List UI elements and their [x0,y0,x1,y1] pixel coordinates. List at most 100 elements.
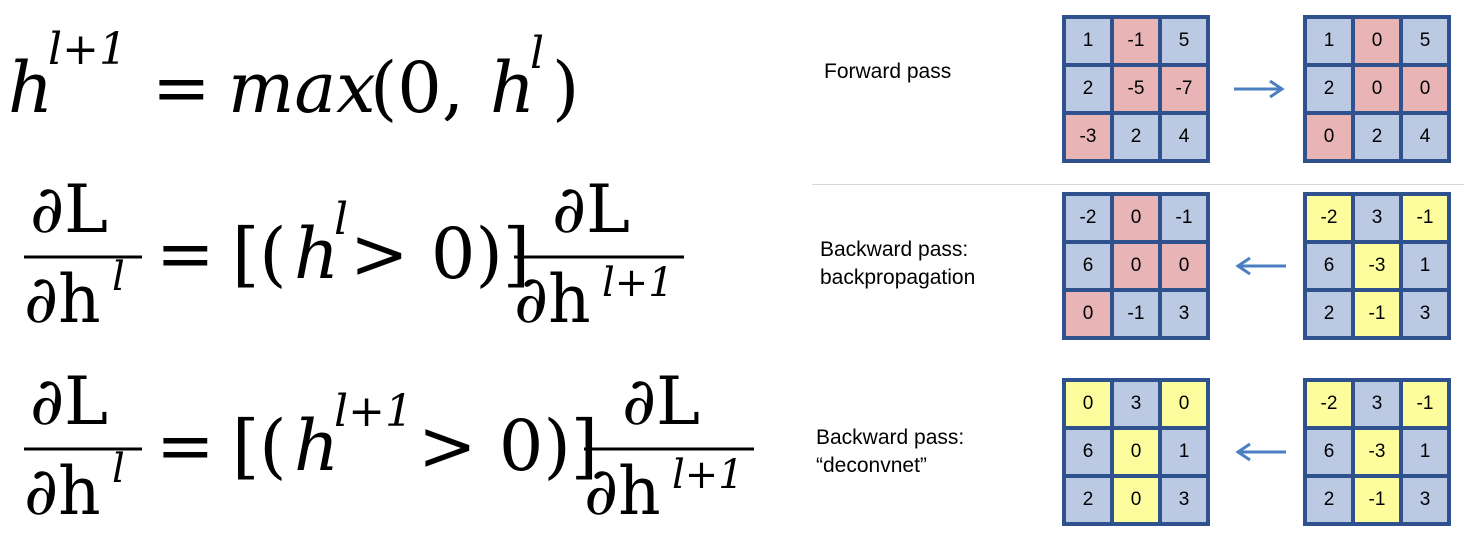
grid-cell: 0 [1066,382,1110,426]
forward-pass-label: Forward pass [824,58,951,86]
grid-cell: 5 [1162,19,1206,63]
eq2-bracket-open: [( [232,213,287,295]
grid-cell: 4 [1162,115,1206,159]
grid-cell: 1 [1403,430,1447,474]
grid-cell: -2 [1307,196,1351,240]
grid-cell: -2 [1307,382,1351,426]
grid-cell: 1 [1066,19,1110,63]
label-line: Forward pass [824,60,952,83]
grid-cell: 2 [1307,67,1351,111]
grid-cell: 6 [1066,244,1110,288]
eq1-close: ) [552,47,579,129]
grid-cell: -7 [1162,67,1206,111]
grid-cell: 6 [1066,430,1110,474]
eq2-denominator: ∂h [24,261,101,338]
eq3-denominator: ∂h [24,453,101,530]
equation-relu-forward: h l+1 = max (0, h l ) [8,24,579,129]
grid-cell: 0 [1403,67,1447,111]
equations-panel: h l+1 = max (0, h l ) ∂L ∂h l = [( h l >… [8,24,754,530]
eq1-arg-base: h [490,47,535,129]
grid-cell: 0 [1066,292,1110,336]
grid-cell: 3 [1162,292,1206,336]
grid-cell: 3 [1114,382,1158,426]
grid-cell: -1 [1403,382,1447,426]
grid-cell: -1 [1355,478,1399,522]
grid-cell: 0 [1114,430,1158,474]
label-line: “deconvnet” [816,454,927,477]
grid-cell: 0 [1114,244,1158,288]
grid-cell: 0 [1162,382,1206,426]
grid-cell: 1 [1403,244,1447,288]
grid-cell: -1 [1114,19,1158,63]
grid-cell: 2 [1066,478,1110,522]
grid-cell: -3 [1066,115,1110,159]
grid-cell: 2 [1307,292,1351,336]
grid-cell: 3 [1403,292,1447,336]
label-line: Backward pass: [816,426,965,449]
grid-cell: 0 [1355,67,1399,111]
eq3-numerator2: ∂L [622,363,700,440]
grid-cell: 3 [1403,478,1447,522]
arrow-right-icon [1234,79,1285,99]
grid-cell: 3 [1355,382,1399,426]
eq2-equals: = [156,213,215,295]
eq3-equals: = [156,405,215,487]
backprop-label: Backward pass: backpropagation [820,236,975,292]
grid-cell: 3 [1162,478,1206,522]
grid-cell: -2 [1066,196,1110,240]
grid-cell: 0 [1307,115,1351,159]
grid-cell: 1 [1307,19,1351,63]
grid-cell: 4 [1403,115,1447,159]
eq2-denominator2: ∂h [514,261,591,338]
label-line: backpropagation [820,266,976,289]
eq1-lhs-base: h [8,47,53,129]
grid-cell: -1 [1162,196,1206,240]
eq2-denominator2-sup: l+1 [602,260,674,306]
eq3-bracket-open: [( [232,405,287,487]
eq3-denominator-sup: l [112,446,125,492]
eq3-numerator: ∂L [30,363,108,440]
eq2-denominator-sup: l [112,254,125,300]
arrow-left-icon [1235,256,1286,276]
equation-deconvnet: ∂L ∂h l = [( h l+1 > 0)] ∂L ∂h l+1 [24,363,754,530]
grid-cell: 1 [1162,430,1206,474]
grid-cell: 6 [1307,430,1351,474]
eq3-denominator2-sup: l+1 [672,452,744,498]
eq1-lhs-sup: l+1 [48,24,127,75]
label-line: Backward pass: [820,238,969,261]
grid-cell: -3 [1355,244,1399,288]
grid-cell: 0 [1114,196,1158,240]
grid-cell: 2 [1114,115,1158,159]
eq1-open: (0, [370,47,464,129]
eq2-cond-rest: > 0)] [350,213,530,295]
grid-cell: 2 [1066,67,1110,111]
deconvnet-label: Backward pass: “deconvnet” [816,424,964,480]
eq1-arg-sup: l [530,28,544,79]
grid-cell: -1 [1355,292,1399,336]
grid-cell: 0 [1355,19,1399,63]
eq2-numerator: ∂L [30,171,108,248]
eq2-cond-sup: l [334,194,348,245]
grid-cell: 5 [1403,19,1447,63]
grid-cell: 2 [1307,478,1351,522]
eq2-numerator2: ∂L [552,171,630,248]
grid-cell: 6 [1307,244,1351,288]
eq3-denominator2: ∂h [584,453,661,530]
eq1-func: max [228,47,376,129]
eq3-cond-sup: l+1 [334,386,413,437]
eq2-cond-base: h [294,213,339,295]
grid-cell: -1 [1403,196,1447,240]
arrow-left-icon [1235,442,1286,462]
eq3-cond-base: h [294,405,339,487]
grid-cell: 0 [1114,478,1158,522]
grid-cell: 2 [1355,115,1399,159]
grid-cell: 3 [1355,196,1399,240]
equation-backprop: ∂L ∂h l = [( h l > 0)] ∂L ∂h l+1 [24,171,684,338]
grid-cell: -1 [1114,292,1158,336]
